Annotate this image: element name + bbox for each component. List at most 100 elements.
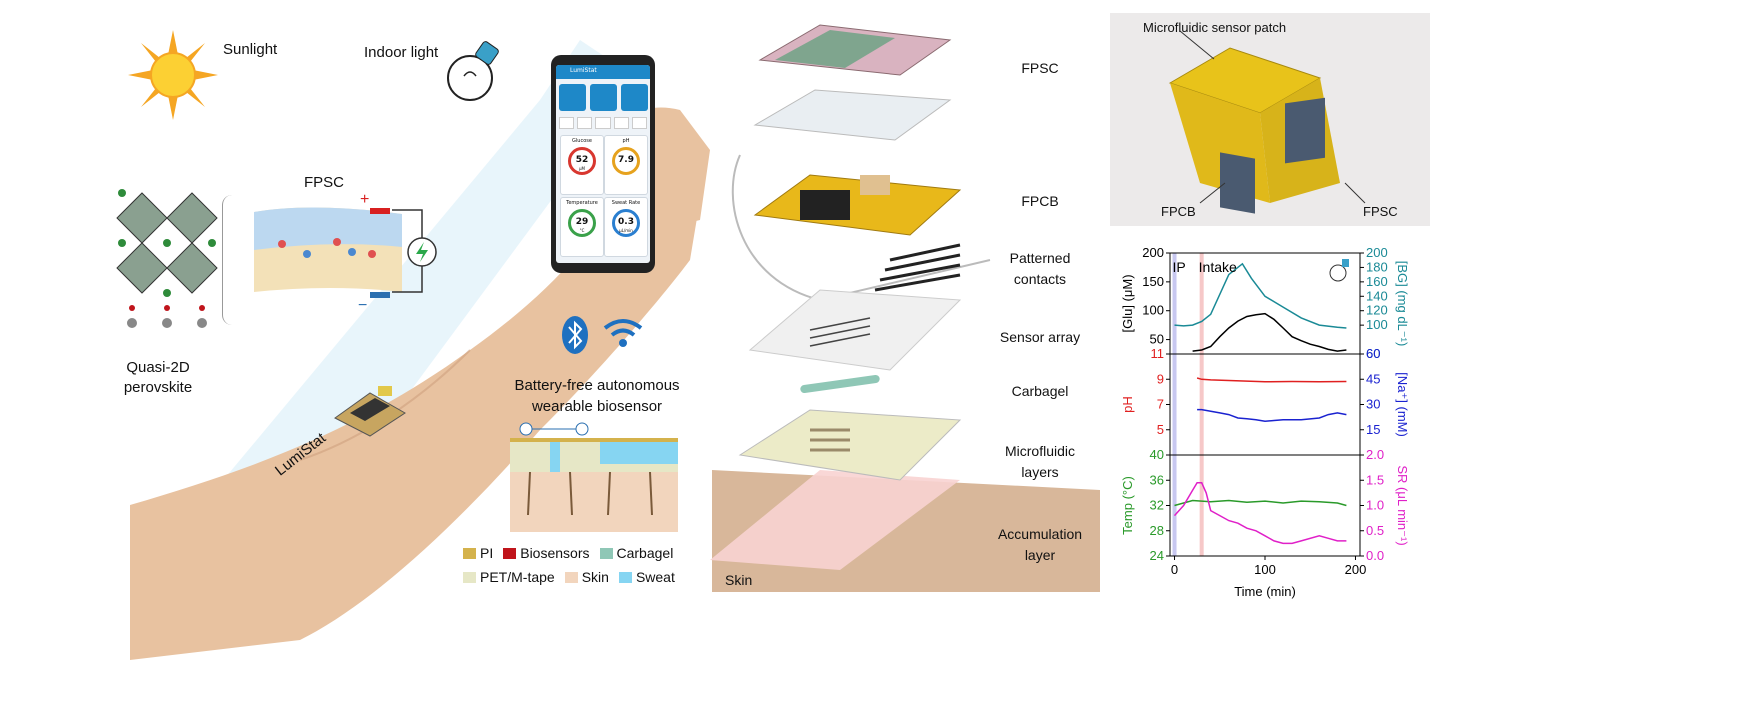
y-tick-label: 11 (1151, 346, 1165, 361)
y2-tick-label: 160 (1366, 274, 1388, 289)
patch-title: Microfluidic sensor patch (1143, 20, 1287, 35)
y-tick-label: 50 (1150, 332, 1164, 347)
series-line (1174, 499, 1347, 507)
perovskite-structure (116, 189, 218, 328)
y-tick-label: 28 (1150, 523, 1164, 538)
wearable-caption: Battery-free autonomous wearable biosens… (514, 377, 680, 415)
app-icon-1[interactable] (559, 84, 586, 111)
series-line (1196, 377, 1347, 383)
metric-ring: 29°C (568, 209, 596, 237)
svg-text:+: + (360, 192, 369, 208)
patch-fpcb: FPCB (1161, 204, 1196, 219)
metric-label: Glucose (572, 138, 592, 144)
legend-label: PET/M-tape (480, 569, 555, 585)
stack-label: Carbagel (1011, 383, 1069, 399)
save-button[interactable] (577, 117, 593, 129)
y2-tick-label: 0.0 (1366, 548, 1384, 563)
y2-tick-label: 120 (1366, 303, 1388, 318)
legend-item: PET/M-tape (463, 569, 555, 585)
app-header (556, 65, 650, 79)
sunlight-label: Sunlight (223, 41, 278, 58)
y2-axis-label: [Na⁺] (mM) (1395, 372, 1410, 437)
app-title: LumiStat (570, 67, 597, 74)
panel-frame (1169, 454, 1361, 557)
event-band-intake (1199, 253, 1204, 556)
metric-label: Sweat Rate (611, 200, 641, 206)
x-tick-label: 100 (1254, 562, 1276, 577)
metric-tile-2[interactable]: Temperature 29°C (560, 197, 604, 257)
legend-swatch (618, 571, 632, 583)
play-button[interactable] (613, 117, 629, 129)
y2-axis-label: SR (μL min⁻¹) (1395, 465, 1410, 545)
series-line (1197, 408, 1347, 423)
y2-tick-label: 1.0 (1366, 498, 1384, 513)
light-bulb-icon (1329, 264, 1347, 282)
y2-tick-label: 60 (1366, 346, 1380, 361)
app-icon-2[interactable] (590, 84, 617, 111)
bracket (222, 195, 235, 325)
sun-icon (128, 30, 218, 120)
bluetooth-icon (562, 316, 588, 354)
y2-axis-label: [BG] (mg dL⁻¹) (1395, 261, 1410, 347)
metric-value: 0.3 (618, 217, 634, 227)
stop-button[interactable] (595, 117, 611, 129)
y2-tick-label: 1.5 (1366, 472, 1384, 487)
fpsc-label-left: FPSC (304, 174, 345, 191)
y2-tick-label: 140 (1366, 288, 1388, 303)
svg-text:−: − (358, 297, 367, 312)
device-on-arm (334, 386, 406, 437)
legend-swatch (503, 547, 517, 559)
metric-unit: °C (579, 228, 585, 233)
metric-label: Temperature (566, 200, 598, 206)
event-label-ip: IP (1173, 259, 1186, 275)
y-tick-label: 150 (1142, 274, 1164, 289)
perovskite-label: Quasi-2D perovskite (123, 359, 193, 396)
y-tick-label: 7 (1157, 397, 1164, 412)
bluetooth-button[interactable] (559, 117, 575, 129)
x-tick-label: 200 (1345, 562, 1367, 577)
series-line (1173, 482, 1347, 545)
stack-label: FPCB (1021, 193, 1059, 209)
legend-swatch (564, 571, 578, 583)
series-line (1174, 262, 1347, 329)
legend-label: PI (480, 545, 494, 561)
y-tick-label: 32 (1150, 498, 1164, 513)
fpsc-cross-section: + − (254, 192, 437, 312)
legend-label: Biosensors (520, 545, 590, 561)
legend-swatch (463, 571, 476, 583)
stack-label: Microfluidic layers (1004, 443, 1075, 480)
legend-label: Carbagel (616, 545, 674, 561)
y-tick-label: 9 (1157, 371, 1164, 386)
y-axis-label: Temp (°C) (1120, 476, 1135, 535)
y2-tick-label: 30 (1366, 397, 1380, 412)
series-line (1192, 312, 1347, 352)
indoor-light-label: Indoor light (364, 44, 439, 61)
legend-item: Biosensors (503, 545, 590, 561)
y2-tick-label: 15 (1366, 422, 1380, 437)
app-icon-3[interactable] (621, 84, 648, 111)
y-tick-label: 200 (1142, 245, 1164, 260)
y2-tick-label: 0.5 (1366, 523, 1384, 538)
y2-tick-label: 100 (1366, 317, 1388, 332)
stack-label: Skin (725, 572, 753, 588)
y-axis-label: pH (1120, 396, 1135, 413)
light-bulb-icon (447, 41, 499, 101)
y-tick-label: 5 (1157, 422, 1164, 437)
y-tick-label: 40 (1150, 447, 1164, 462)
y2-tick-label: 2.0 (1366, 447, 1384, 462)
metric-value: 7.9 (618, 155, 634, 165)
legend-item: Sweat (618, 569, 675, 585)
add-button[interactable] (631, 117, 648, 129)
legend-label: Skin (581, 569, 609, 585)
y-tick-label: 36 (1150, 472, 1164, 487)
stack-label: Sensor array (999, 329, 1081, 345)
metric-unit: μM (579, 166, 585, 171)
metric-unit: μL/min (619, 228, 633, 233)
